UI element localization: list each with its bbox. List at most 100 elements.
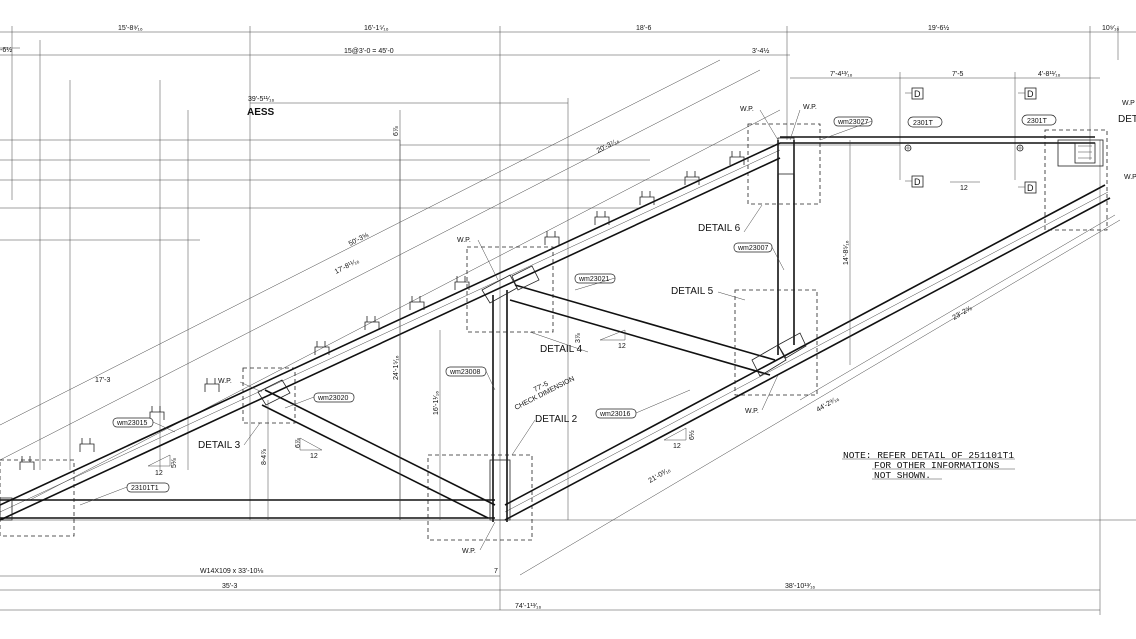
aess-label: AESS <box>247 107 275 118</box>
slope-run-c: 12 <box>618 343 626 350</box>
tag-wm23021: wm23021 <box>578 276 609 283</box>
purlin-clips <box>19 151 745 470</box>
small-run: 12 <box>960 185 968 192</box>
vdim-4: 16'-1¹⁄₁₆ <box>433 391 440 415</box>
section-markers <box>905 87 1037 194</box>
dim-top-3: 18'-6 <box>636 25 651 32</box>
tag-wm23015-box <box>112 417 154 428</box>
slope-run-a: 12 <box>155 470 163 477</box>
slope-rise-a: 5⅛ <box>171 458 178 468</box>
dim-top-5: 10⁹⁄₁₆ <box>1102 25 1119 32</box>
vertical-dims <box>267 140 851 520</box>
tag-wm23027: wm23027 <box>837 119 868 126</box>
wp-label-3: W.P. <box>457 237 471 244</box>
note-line-1: NOTE: REFER DETAIL OF 251101T1 <box>843 450 1014 461</box>
dim-diag-1: 20'-3⁷⁄₁₆ <box>596 137 621 154</box>
wp-label-2: W.P. <box>803 104 817 111</box>
detail-5-label: DETAIL 5 <box>671 286 714 297</box>
bottom-chord-right <box>504 184 1111 521</box>
dim-bottom-1: 35'-3 <box>222 583 237 590</box>
diagonal-dimension-lines <box>0 59 1121 576</box>
dim-diag-7: 21'-0³⁄₁₆ <box>648 467 672 485</box>
dim-diag-4: 17'-3 <box>95 377 110 384</box>
vdim-1: 6⅞ <box>393 126 400 136</box>
tag-wm23020: wm23020 <box>317 395 348 402</box>
vdim-3: 24'-1⁵⁄₁₆ <box>393 355 400 380</box>
vdim-2: 14'-8⁵⁄₁₆ <box>843 240 850 265</box>
slope-run-b: 12 <box>310 453 318 460</box>
section-d-1: D <box>914 89 921 99</box>
tag-wm23016-box <box>595 408 637 419</box>
wp-leaders <box>239 109 801 551</box>
slope-run-d: 12 <box>673 443 681 450</box>
tag-wm23008: wm23008 <box>449 369 480 376</box>
gusset-plates <box>257 137 807 521</box>
top-chord <box>0 142 781 521</box>
dim-right-top-3: 4'-8¹¹⁄₁₆ <box>1038 71 1061 78</box>
detail-6-label: DETAIL 6 <box>698 223 741 234</box>
reference-lines <box>0 139 1136 615</box>
tag-wm23015: wm23015 <box>116 420 147 427</box>
diagonal-web-right <box>509 284 776 376</box>
wp-label-right-1: W.P <box>1122 100 1135 107</box>
dim-bottom-2: 38'-10¹³⁄₁₆ <box>785 583 815 590</box>
detail-boxes <box>0 123 1108 541</box>
top-dimension-lines <box>0 26 1136 520</box>
note-block <box>842 458 1015 480</box>
detail-2-label: DETAIL 2 <box>535 414 578 425</box>
right-post <box>777 140 795 355</box>
section-d-2: D <box>1027 89 1034 99</box>
tag-leaders <box>79 120 873 506</box>
top-horizontal-member <box>780 136 1095 144</box>
dim-right-top-1: 7'-4¹³⁄₁₆ <box>830 71 853 78</box>
dim-diag-5: 23'-2⅝ <box>952 305 974 322</box>
dim-diag-2: 50'-3⅝ <box>348 232 370 248</box>
bottom-member-label: W14X109 x 33'-10⅛ <box>200 568 263 575</box>
dim-seven: 7 <box>494 568 498 575</box>
dim-top-4: 19'-6½ <box>928 24 949 32</box>
dim-left-small: -6½ <box>0 46 12 54</box>
tag-wm23016: wm23016 <box>599 411 630 418</box>
dim-bottom-3: 74'-1¹³⁄₁₆ <box>515 603 542 610</box>
tag-23101T1-box <box>126 482 170 493</box>
bubble-tag-1: 2301T <box>913 120 934 127</box>
vdim-5: 8-4⅞ <box>261 449 268 465</box>
center-post <box>492 290 508 522</box>
dim-spacing: 15@3'-0 = 45'-0 <box>344 48 394 55</box>
diagonal-web-left <box>261 389 496 519</box>
dim-3-4: 3'-4½ <box>752 47 769 55</box>
bubble-tag-2-box <box>1021 114 1057 126</box>
bubble-tag-2: 2301T <box>1027 118 1048 125</box>
vdim-6: 6⅞ <box>295 438 302 448</box>
detail-3-label: DETAIL 3 <box>198 440 241 451</box>
dim-right-top-2: 7'-5 <box>952 71 964 78</box>
dim-top-1: 15'-8⁹⁄₁₆ <box>118 25 143 32</box>
note-line-3: NOT SHOWN. <box>874 470 931 481</box>
note-line-2: FOR OTHER INFORMATIONS <box>874 460 1000 471</box>
slope-rise-b: 6½ <box>688 430 696 440</box>
bolt-symbols <box>904 144 1024 152</box>
tag-23101T1: 23101T1 <box>131 485 159 492</box>
section-d-3: D <box>914 177 921 187</box>
bottom-chord-left <box>0 497 495 521</box>
vdim-7: 3⅞ <box>575 333 582 343</box>
wp-label-6: W.P. <box>462 548 476 555</box>
dim-aess: 39'-5¹¹⁄₁₆ <box>248 96 275 103</box>
dim-top-2: 16'-1⁵⁄₁₆ <box>364 25 389 32</box>
tag-wm23027-box <box>833 116 873 127</box>
detail-4-label: DETAIL 4 <box>540 344 583 355</box>
detail-leaders <box>243 204 763 456</box>
dim-diag-3: 17'-8¹¹⁄₁₆ <box>334 257 361 275</box>
section-d-4: D <box>1027 183 1034 193</box>
tag-wm23020-box <box>313 392 355 403</box>
wp-label-5: W.P. <box>745 408 759 415</box>
slope-triangles <box>147 181 980 467</box>
wp-label-1: W.P. <box>740 106 754 113</box>
wp-label-4: W.P. <box>218 378 232 385</box>
end-connection <box>1057 139 1104 167</box>
wp-label-right-2: W.P <box>1124 174 1136 181</box>
tag-wm23007: wm23007 <box>737 245 768 252</box>
det-partial-label: DET <box>1118 114 1136 125</box>
bubble-tag-1-box <box>907 116 943 128</box>
